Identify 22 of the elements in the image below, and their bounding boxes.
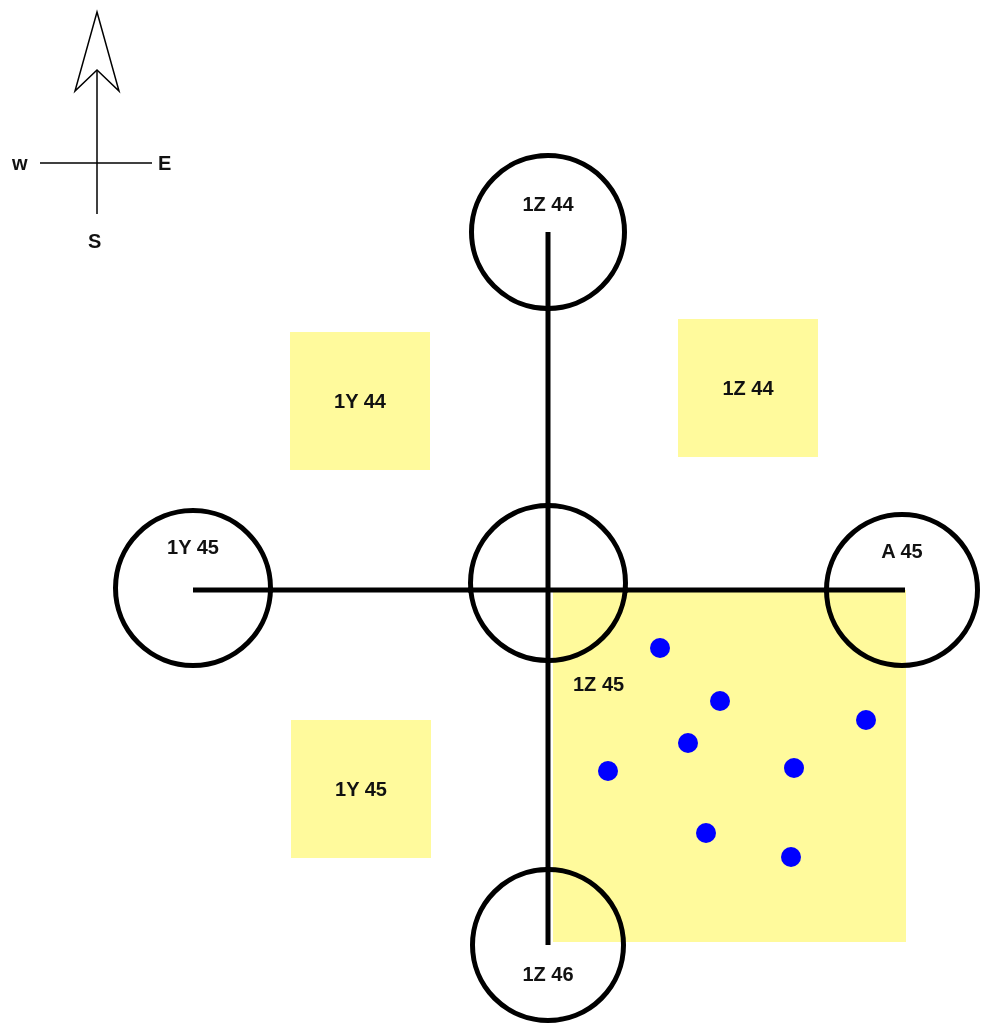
grid-circle	[470, 867, 626, 1023]
grid-line	[545, 660, 551, 870]
direction-label: S	[88, 230, 102, 252]
grid-line	[625, 587, 827, 593]
grid-label: 1Z 44	[721, 376, 775, 400]
grid-line	[270, 587, 471, 593]
grid-label: 1Z 44	[521, 192, 575, 216]
direction-label: w	[12, 152, 28, 174]
grid-label: 1Y 45	[166, 535, 220, 559]
grid-label: 1Z 46	[521, 962, 575, 986]
grid-circle	[113, 508, 273, 668]
grid-label: 1Z 45	[573, 672, 625, 696]
grid-square	[291, 720, 431, 858]
grid-area	[553, 590, 906, 942]
grid-square	[678, 319, 818, 457]
grid-label: 1Y 44	[333, 389, 387, 413]
grid-circle	[469, 153, 627, 311]
grid-line	[545, 308, 551, 506]
direction-label: E	[158, 152, 172, 174]
grid-label: A 45	[880, 539, 924, 563]
grid-label: 1Y 45	[334, 777, 388, 801]
grid-square	[290, 332, 430, 470]
